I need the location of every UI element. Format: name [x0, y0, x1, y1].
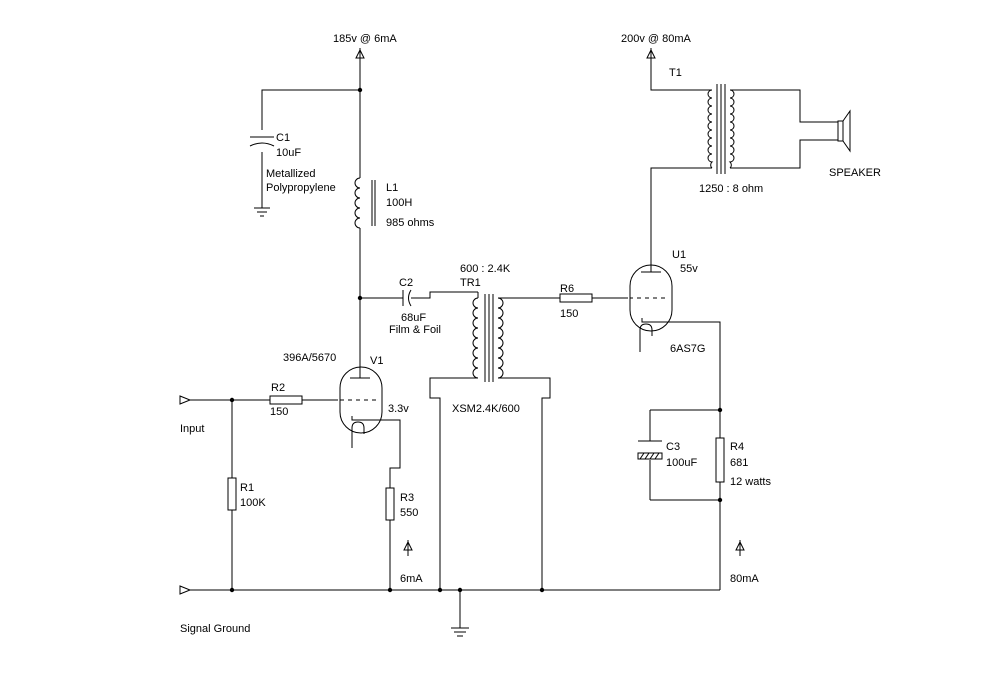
t1-ref: T1	[669, 67, 682, 79]
ground-icon	[451, 627, 469, 637]
v1-voltage: 3.3v	[388, 403, 409, 415]
input-label: Input	[180, 423, 204, 435]
r1-ref: R1	[240, 482, 254, 494]
c2-value: 68uF	[401, 312, 426, 324]
speaker-label: SPEAKER	[829, 167, 881, 179]
supply-arrow-icon	[646, 48, 656, 62]
tr1-transformer	[470, 291, 504, 382]
c3-capacitor	[637, 440, 663, 460]
l1-ref: L1	[386, 182, 398, 194]
c1-note-1: Metallized	[266, 168, 316, 180]
c2-ref: C2	[399, 277, 413, 289]
junction-dots	[229, 87, 723, 593]
input-port-icon	[179, 395, 192, 405]
r2-resistor	[269, 395, 303, 405]
l1-note: 985 ohms	[386, 217, 435, 229]
c1-ref: C1	[276, 132, 290, 144]
t1-output-transformer	[707, 84, 735, 174]
v1-type: 396A/5670	[283, 352, 336, 364]
c3-ref: C3	[666, 441, 680, 453]
u1-cathode-current: 80mA	[730, 573, 759, 585]
r3-value: 550	[400, 507, 418, 519]
r2-value: 150	[270, 406, 288, 418]
l1-choke	[354, 177, 376, 229]
c2-capacitor	[402, 289, 412, 307]
tr1-ratio: 600 : 2.4K	[460, 263, 511, 275]
ground-icon	[254, 207, 270, 217]
c1-capacitor	[249, 136, 275, 147]
r6-value: 150	[560, 308, 578, 320]
v1-tube	[339, 366, 383, 434]
r6-resistor	[559, 293, 593, 303]
u1-type: 6AS7G	[670, 343, 705, 355]
current-arrow-icon	[403, 540, 413, 556]
t1-ratio: 1250 : 8 ohm	[699, 183, 763, 195]
r3-ref: R3	[400, 492, 414, 504]
current-arrow-icon	[735, 540, 745, 556]
r4-value: 681	[730, 457, 748, 469]
supply-arrow-icon	[355, 48, 365, 62]
u1-ref: U1	[672, 249, 686, 261]
wires	[190, 62, 838, 628]
v1-cathode-current: 6mA	[400, 573, 423, 585]
speaker-icon	[837, 109, 851, 153]
r6-ref: R6	[560, 283, 574, 295]
c1-note-2: Polypropylene	[266, 182, 336, 194]
v1-ref: V1	[370, 355, 383, 367]
l1-value: 100H	[386, 197, 412, 209]
u1-supply-label: 200v @ 80mA	[621, 33, 692, 45]
c2-note: Film & Foil	[389, 324, 441, 336]
u1-voltage: 55v	[680, 263, 698, 275]
ground-port-icon	[179, 585, 192, 595]
v1-supply-label: 185v @ 6mA	[333, 33, 397, 45]
r4-note: 12 watts	[730, 476, 771, 488]
u1-tube	[629, 264, 673, 336]
r4-resistor	[715, 437, 725, 483]
r1-value: 100K	[240, 497, 266, 509]
r4-ref: R4	[730, 441, 744, 453]
r2-ref: R2	[271, 382, 285, 394]
c3-value: 100uF	[666, 457, 697, 469]
r1-resistor	[227, 477, 237, 511]
tr1-ref: TR1	[460, 277, 481, 289]
r3-resistor	[385, 487, 395, 521]
c1-value: 10uF	[276, 147, 301, 159]
tr1-model: XSM2.4K/600	[452, 403, 520, 415]
signal-ground-label: Signal Ground	[180, 623, 250, 635]
